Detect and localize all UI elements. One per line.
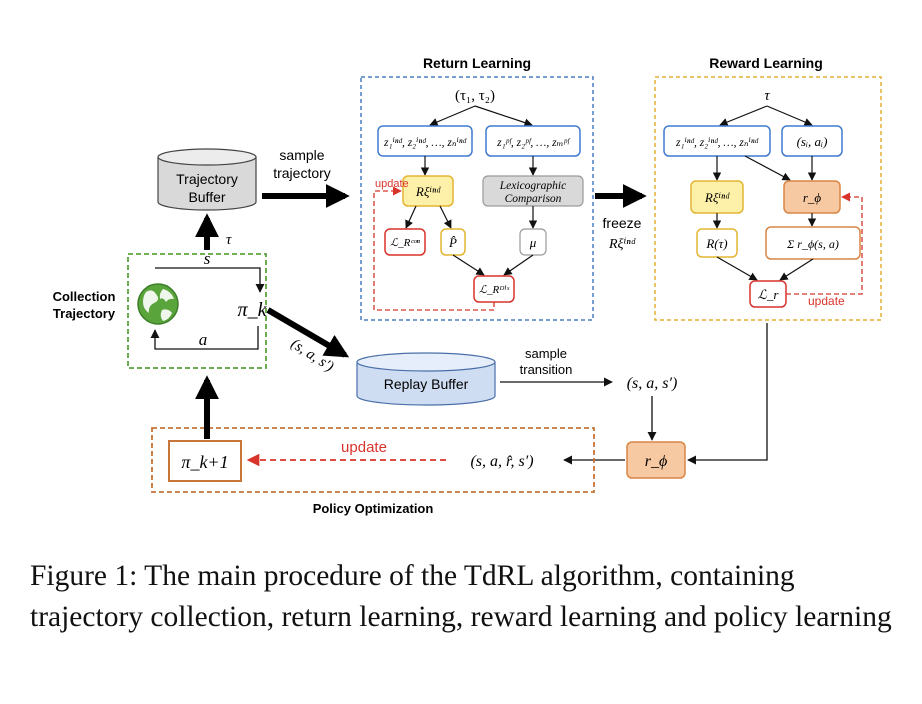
return-learning-panel	[360, 76, 594, 321]
R-tau-label: R(τ)	[705, 236, 727, 251]
freeze-label: freeze	[603, 215, 642, 231]
sample-label-2: sample	[525, 346, 567, 361]
collection-trajectory-label: Trajectory	[53, 306, 116, 321]
lexicographic-label-1: Lexicographic	[499, 180, 566, 192]
transition-edge-label: transition	[520, 362, 573, 377]
action-label: a	[199, 330, 208, 349]
L-r-label: ℒ_r	[758, 287, 780, 302]
z-ind-label: z₁ⁱⁿᵈ, z₂ⁱⁿᵈ, …, zₙⁱⁿᵈ	[383, 137, 466, 149]
sas-prime-label: (s, a, s′)	[627, 375, 678, 392]
replay-buffer-label: Replay Buffer	[384, 376, 469, 392]
trajectory-buffer-label-2: Buffer	[188, 189, 225, 205]
tau-pair-label: (τ₁, τ₂)	[455, 88, 495, 104]
r-phi-label: r_ϕ	[803, 190, 822, 205]
P-hat-label: P̂	[448, 235, 457, 250]
pi-k-label: π_k	[238, 299, 268, 321]
z-pf-label: z₁ᵖᶠ, z₂ᵖᶠ, …, zₘᵖᶠ	[496, 137, 571, 149]
figure-caption: Figure 1: The main procedure of the TdRL…	[30, 560, 892, 633]
z-ind-reward-label: z₁ⁱⁿᵈ, z₂ⁱⁿᵈ, …, zₙⁱⁿᵈ	[675, 137, 758, 149]
return-learning-title: Return Learning	[423, 55, 531, 71]
R-xi-box	[402, 175, 454, 207]
update-policy-label: update	[341, 439, 387, 456]
trajectory-buffer	[157, 148, 257, 211]
tau-collect-label: τ	[226, 232, 232, 248]
freeze-R-label: Rξⁱⁿᵈ	[608, 237, 636, 252]
environment-globe-icon	[137, 283, 179, 325]
R-xi-label: Rξⁱⁿᵈ	[415, 184, 441, 199]
replay-buffer	[356, 352, 496, 406]
tdrl-diagram: Return Learning (τ₁, τ₂) z₁ⁱⁿᵈ, z₂ⁱⁿᵈ, ……	[53, 55, 882, 516]
s-a-label: (sᵢ, aᵢ)	[797, 134, 828, 149]
trajectory-edge-label: trajectory	[273, 165, 331, 181]
lexicographic-label-2: Comparison	[505, 193, 562, 205]
pi-k1-label: π_k+1	[181, 452, 228, 472]
L-con-label: ℒ_Rᶜᵒⁿ	[390, 237, 420, 249]
sarhat-label: (s, a, r̂, s′)	[470, 453, 533, 470]
update-reward-label: update	[808, 294, 845, 308]
policy-optimization-title: Policy Optimization	[313, 501, 434, 516]
trajectory-buffer-label-1: Trajectory	[176, 171, 238, 187]
sample-label-1: sample	[279, 147, 324, 163]
transition-slanted-label: (s, a, s′)	[288, 336, 337, 375]
mu-label: μ	[529, 235, 537, 250]
tau-reward-label: τ	[764, 88, 770, 104]
r-phi-policy-box	[626, 441, 686, 479]
r-phi-policy-label: r_ϕ	[645, 453, 668, 470]
reward-learning-panel	[654, 76, 882, 321]
collection-label: Collection	[53, 289, 116, 304]
update-return-label: update	[375, 178, 409, 190]
L-con-box	[384, 228, 426, 256]
policy-optimization-panel	[151, 427, 595, 493]
pi-k1-box	[168, 440, 242, 482]
reward-learning-title: Reward Learning	[709, 55, 823, 71]
sum-r-label: Σ r_ϕ(s, a)	[786, 237, 839, 251]
R-xi-reward-label: Rξⁱⁿᵈ	[704, 190, 730, 205]
collection-panel	[127, 253, 267, 369]
L-dis-label: ℒ_Rᴰⁱˢ	[479, 284, 510, 296]
state-label: s	[204, 249, 211, 268]
